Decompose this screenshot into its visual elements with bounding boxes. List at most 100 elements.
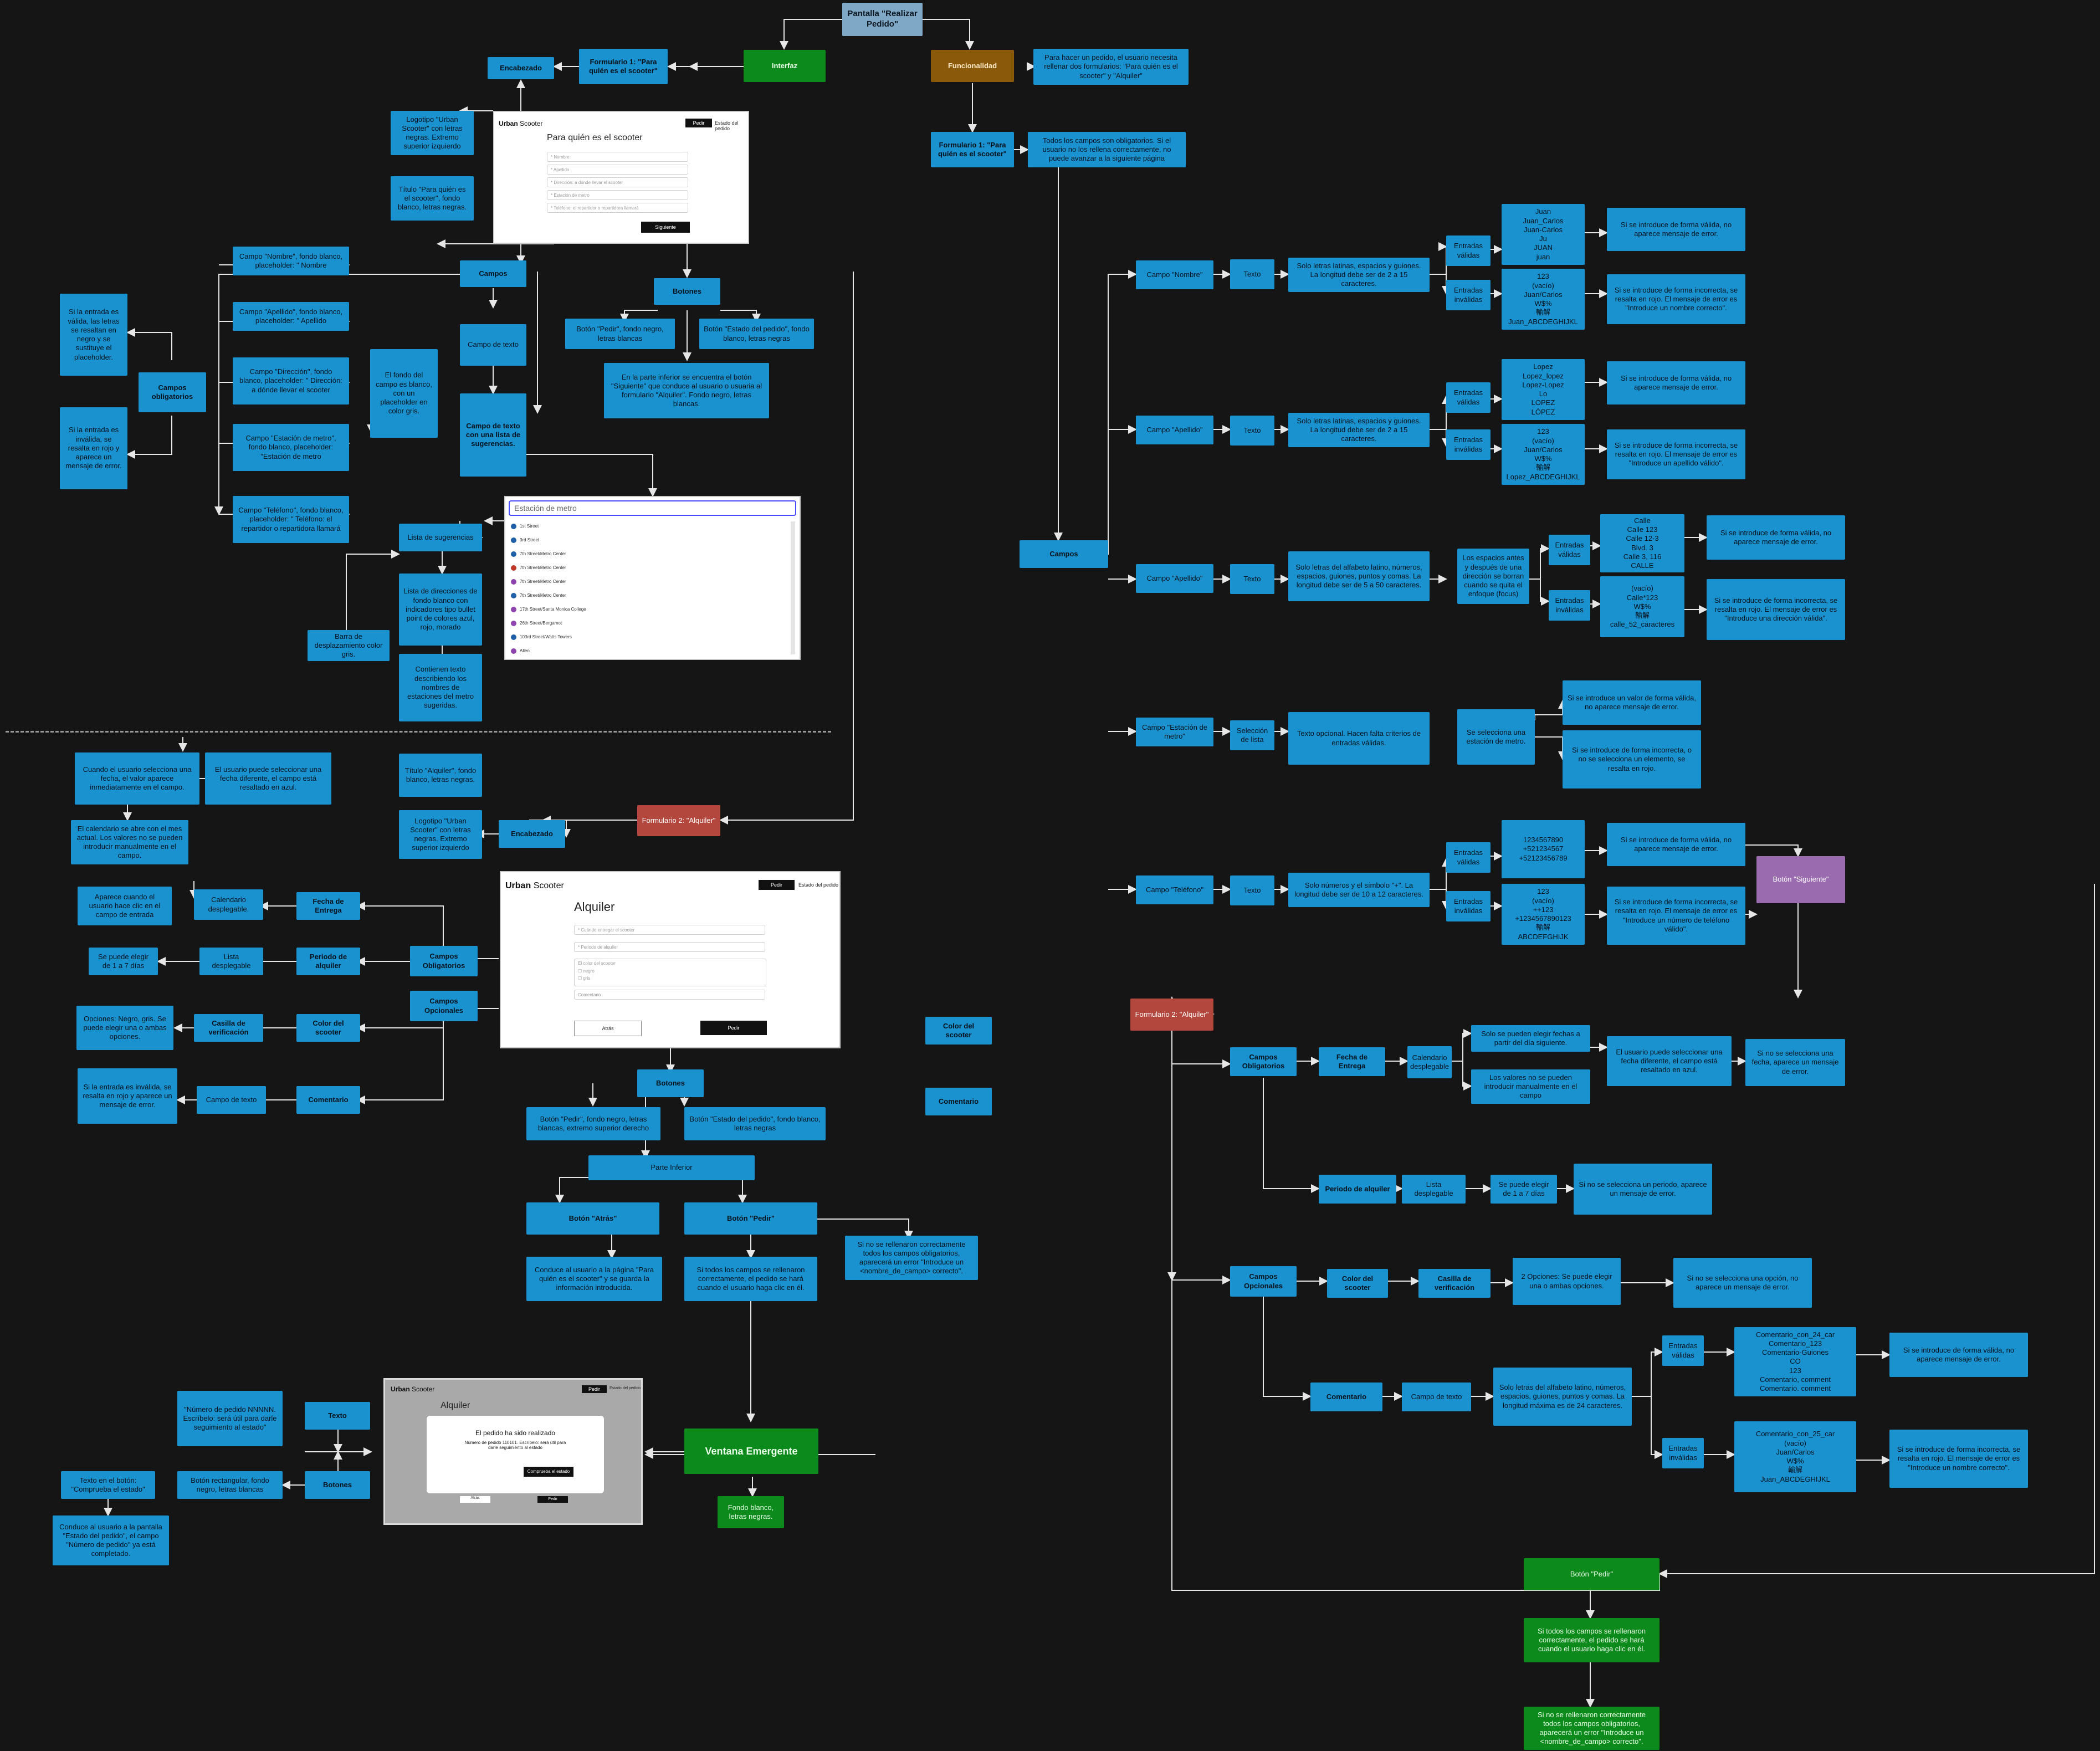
mock1-field-direccion[interactable]: * Dirección: a dónde llevar el scooter: [547, 177, 688, 187]
mock1-pedir-button[interactable]: Pedir: [685, 119, 712, 127]
metro-list-item[interactable]: 17th Street/Santa Monica College: [511, 607, 586, 612]
metro-search-input[interactable]: Estación de metro: [509, 500, 796, 516]
invalida-desc: Si la entrada es inválida, se resalta en…: [60, 407, 127, 489]
metro-list-item[interactable]: Allen: [511, 648, 530, 654]
metro-list-item[interactable]: 7th Street/Metro Center: [511, 579, 566, 585]
texto-nombre: Texto: [1230, 259, 1274, 289]
regla-estacion: Texto opcional. Hacen falta criterios de…: [1288, 712, 1430, 765]
r-campo-estacion: Campo "Estación de metro": [1136, 718, 1213, 746]
regla-apellido: Solo letras latinas, espacios y guiones.…: [1288, 413, 1430, 447]
boton-pedir-inf-node: Botón "Pedir": [684, 1202, 817, 1235]
r-fecha-entrega: Fecha de Entrega: [1319, 1047, 1385, 1076]
boton-estado1-desc: Botón "Estado del pedido", fondo blanco,…: [699, 319, 814, 349]
mock2-pedir-bottom-button[interactable]: Pedir: [700, 1021, 767, 1035]
bullet-dot-icon: [511, 579, 516, 585]
metro-list-item-label: 1st Street: [520, 524, 539, 529]
ventana-emergente-node: Ventana Emergente: [684, 1429, 818, 1474]
mock1-field-estacion[interactable]: * Estación de metro: [547, 190, 688, 200]
campo-sugerencias-node: Campo de texto con una lista de sugerenc…: [460, 393, 526, 477]
mock1-field-telefono[interactable]: * Teléfono: el repartidor o repartidora …: [547, 203, 688, 213]
boton-rectangular-desc: Botón rectangular, fondo negro, letras b…: [177, 1471, 283, 1499]
mock1-siguiente-button[interactable]: Siguiente: [641, 222, 690, 233]
atras-desc: Conduce al usuario a la página "Para qui…: [526, 1257, 662, 1301]
conduce-estado-desc: Conduce al usuario a la pantalla "Estado…: [53, 1516, 169, 1565]
texto-telefono: Texto: [1230, 875, 1274, 905]
section-divider: [6, 731, 831, 733]
telefono-invalidas-label: Entradas inválidas: [1446, 891, 1491, 921]
mock2-estado-link[interactable]: Estado del pedido: [798, 882, 839, 888]
form2-right-node: Formulario 2: "Alquiler": [1130, 999, 1213, 1031]
metro-list-item[interactable]: 7th Street/Metro Center: [511, 593, 566, 598]
comentario-b-node: Comentario: [925, 1088, 992, 1115]
barra-desplaz-desc: Barra de desplazamiento color gris.: [308, 630, 390, 661]
r-fecha-diferente: El usuario puede seleccionar una fecha d…: [1607, 1036, 1732, 1086]
texto-apellido: Texto: [1230, 416, 1274, 446]
mock3-pedir-bottom-button[interactable]: Pedir: [537, 1496, 568, 1503]
mock1-field-apellido[interactable]: * Apellido: [547, 165, 688, 175]
parte-inferior-node: Parte Inferior: [588, 1155, 755, 1180]
calendario-desplegable-node: Calendario desplegable.: [194, 889, 263, 920]
fondo-blanco-desc: Fondo blanco, letras negras.: [718, 1496, 784, 1528]
r-no-fecha: Si no se selecciona una fecha, aparece u…: [1745, 1039, 1845, 1086]
titulo2-desc: Título "Alquiler", fondo blanco, letras …: [399, 754, 482, 797]
metro-list-item-label: 7th Street/Metro Center: [520, 593, 566, 598]
metro-list-item[interactable]: 3rd Street: [511, 537, 539, 543]
metro-list-item[interactable]: 26th Street/Bergamot: [511, 621, 562, 626]
mock2-field-periodo[interactable]: * Periodo de alquiler: [574, 942, 765, 952]
texto-boton-desc: Texto en el botón: "Comprueba el estado": [61, 1471, 155, 1499]
comentario-invalidas-label: Entradas inválidas: [1662, 1438, 1704, 1468]
r-campo-telefono: Campo "Teléfono": [1136, 875, 1213, 904]
lista-desc: Lista de direcciones de fondo blanco con…: [399, 574, 482, 646]
selecciona-estacion-desc: Se selecciona una estación de metro.: [1457, 709, 1535, 765]
bullet-dot-icon: [511, 648, 516, 654]
mock2-atras-button[interactable]: Atrás: [574, 1021, 642, 1036]
mock1-estado-link[interactable]: Estado del pedido: [715, 120, 739, 131]
campos-opcionales2-node: Campos Opcionales: [410, 991, 478, 1021]
metro-list-item-label: 7th Street/Metro Center: [520, 579, 566, 585]
campo-apellido-ui: Campo "Apellido", fondo blanco, placehol…: [233, 302, 349, 331]
bullet-dot-icon: [511, 621, 516, 626]
direccion-invalidas-list: (vacío) Calle*123 W$% 輸解 calle_52_caract…: [1600, 576, 1684, 637]
invalida-comentario-desc: Si la entrada es inválida, se resalta en…: [78, 1068, 177, 1124]
mock2-pedir-button[interactable]: Pedir: [759, 880, 795, 890]
elegir-dias-desc: Se puede elegir de 1 a 7 días: [89, 948, 158, 975]
botones1-node: Botones: [654, 278, 720, 305]
mock2-field-fecha[interactable]: * Cuándo entregar el scooter: [574, 925, 765, 935]
form2-mockup: Urban Scooter Pedir Estado del pedido Al…: [500, 871, 841, 1048]
msg-telefono-valido: Si se introduce de forma válida, no apar…: [1607, 823, 1745, 866]
nombre-validas-label: Entradas válidas: [1446, 235, 1491, 266]
siguiente-desc: En la parte inferior se encuentra el bot…: [604, 363, 769, 418]
r-no-periodo: Si no se selecciona un periodo, aparece …: [1574, 1164, 1712, 1215]
nombre-invalidas-list: 123 (vacío) Juan/Carlos W$% 輸解 Juan_ABCD…: [1502, 269, 1585, 330]
root-node: Pantalla "Realizar Pedido": [842, 3, 923, 36]
r-pedir-desc: Si todos los campos se rellenaron correc…: [1524, 1618, 1659, 1662]
metro-list-item-label: 7th Street/Metro Center: [520, 565, 566, 571]
mock2-field-comentario[interactable]: Comentario: [574, 990, 765, 1000]
mock3-estado-link[interactable]: Estado del pedido: [609, 1386, 641, 1390]
color-scooter-node: Color del scooter: [296, 1014, 360, 1042]
modal-comprueba-button[interactable]: Comprueba el estado: [524, 1467, 573, 1477]
mock2-checkbox-gris[interactable]: ☐ gris: [578, 976, 591, 981]
interfaz-node: Interfaz: [744, 50, 826, 82]
metro-list-item[interactable]: 7th Street/Metro Center: [511, 551, 566, 557]
mock1-field-nombre[interactable]: * Nombre: [547, 152, 688, 162]
r-campos-obligatorios: Campos Obligatorios: [1230, 1047, 1297, 1076]
metro-list-item[interactable]: 7th Street/Metro Center: [511, 565, 566, 571]
metro-list-item[interactable]: 103rd Street/Watts Towers: [511, 634, 572, 640]
campos-obligatorios1-node: Campos obligatorios: [139, 372, 206, 412]
mock3-pedir-button[interactable]: Pedir: [582, 1385, 607, 1393]
msg-estacion-valido: Si se introduce un valor de forma válida…: [1563, 680, 1701, 725]
list-scrollbar[interactable]: [791, 521, 795, 654]
mock3-atras-button[interactable]: Atrás: [460, 1496, 490, 1503]
campo-direccion-ui: Campo "Dirección", fondo blanco, placeho…: [233, 357, 349, 405]
lista-desplegable-node: Lista desplegable: [199, 948, 263, 975]
fecha-entrega-node: Fecha de Entrega: [296, 892, 360, 920]
r-comentario: Comentario: [1310, 1383, 1382, 1411]
regla-direccion: Solo letras del alfabeto latino, números…: [1288, 551, 1430, 601]
telefono-invalidas-list: 123 (vacío) ++123 +1234567890123 輸解 ABCD…: [1502, 884, 1585, 945]
logo2-desc: Logotipo "Urban Scooter" con letras negr…: [399, 810, 482, 859]
metro-list-item[interactable]: 1st Street: [511, 524, 539, 529]
mock3-title: Alquiler: [441, 1401, 470, 1410]
form1-node: Formulario 1: "Para quién es el scooter": [579, 49, 668, 84]
mock2-checkbox-negro[interactable]: ☐ negro: [578, 969, 595, 974]
